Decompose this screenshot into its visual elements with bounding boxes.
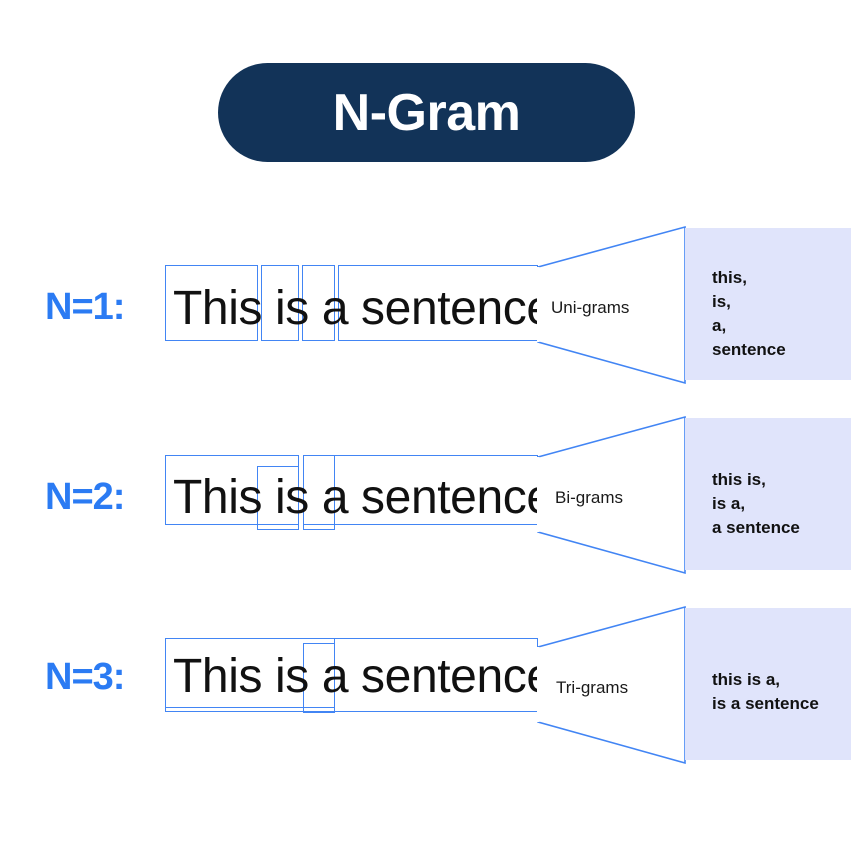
- gram-label-r3: Tri-grams: [556, 678, 629, 697]
- result-panel-r1: [685, 228, 851, 380]
- token-box-r1-this: [165, 265, 258, 341]
- title-pill: N-Gram: [218, 63, 635, 162]
- token-box-r1-a: [302, 265, 335, 341]
- result-list-r1: this, is, a, sentence: [712, 268, 786, 359]
- result-list-r3: this is a, is a sentence: [712, 670, 819, 713]
- token-box-r1-is: [261, 265, 299, 341]
- row-label-n3: N=3:: [45, 656, 125, 698]
- gram-label-r2: Bi-grams: [555, 488, 624, 507]
- result-panel-r3: [685, 608, 851, 760]
- result-panel-r2: [685, 418, 851, 570]
- funnel-r3: [537, 605, 687, 765]
- sentence-text-r1: This is a sentence: [173, 282, 553, 335]
- row-label-n1: N=1:: [45, 286, 125, 328]
- page-title: N-Gram: [332, 83, 521, 142]
- sentence-text-r2: This is a sentence: [173, 471, 553, 524]
- row-label-n2: N=2:: [45, 476, 125, 518]
- gram-label-r1: Uni-grams: [551, 298, 630, 317]
- result-list-r2: this is, is a, a sentence: [712, 470, 800, 537]
- funnel-r2: [537, 415, 687, 575]
- funnel-r1: [537, 225, 687, 385]
- token-box-r3-a: [303, 643, 335, 713]
- sentence-text-r3: This is a sentence: [173, 650, 553, 703]
- token-box-r2-is-a-left: [257, 466, 299, 530]
